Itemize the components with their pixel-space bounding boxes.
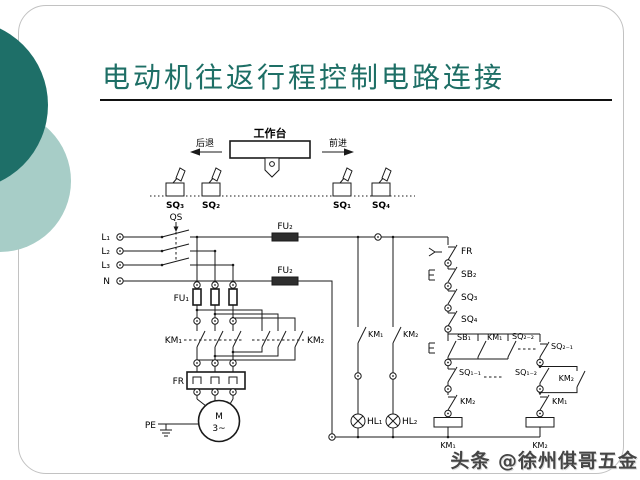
sq1-label: SQ₁ — [333, 201, 351, 211]
fr-heater-3 — [228, 376, 238, 385]
sq1-2-label: SQ₁₋₂ — [515, 368, 537, 377]
forward-arrow-head — [344, 148, 354, 156]
fr-heater-2 — [210, 376, 220, 385]
sq3-contact-label: SQ₃ — [461, 293, 478, 303]
km1-interlock-label: KM₁ — [552, 397, 567, 406]
fr-contact-label: FR — [461, 247, 472, 257]
lamp-hl1-icon — [350, 413, 366, 429]
fu1-label: FU₁ — [174, 294, 190, 304]
n-label: N — [103, 277, 110, 287]
l2-label: L₂ — [101, 247, 110, 257]
fuse-fu1-3 — [228, 288, 238, 306]
km2-aux-label: KM₂ — [559, 374, 574, 383]
km1-main-label: KM₁ — [165, 336, 183, 346]
sq2-label: SQ₂ — [202, 201, 220, 211]
backward-label: 后退 — [196, 138, 214, 149]
fuse-fu1-2 — [210, 288, 220, 306]
lamp-hl2-icon — [385, 413, 401, 429]
qs-arrow-head — [173, 226, 179, 232]
backward-arrow-head — [190, 148, 200, 156]
worktable-body — [229, 140, 311, 159]
km1-coil-label: KM₁ — [440, 441, 455, 450]
lamp-km2-label: KM₂ — [403, 330, 418, 339]
limit-switch-sq4-icon — [371, 167, 392, 197]
sb2-label: SB₂ — [461, 270, 477, 280]
km2-coil-icon — [525, 417, 555, 428]
page-title: 电动机往返行程控制电路连接 — [102, 61, 506, 94]
fu2-top-label: FU₂ — [277, 222, 293, 232]
overload-fr-box — [186, 371, 246, 390]
fuse-fu1-1 — [192, 288, 202, 306]
km1-aux-label: KM₁ — [487, 333, 502, 342]
sq1-1-label: SQ₁₋₁ — [459, 368, 481, 377]
fuse-fu2-top — [271, 232, 299, 242]
limit-switch-sq1-icon — [332, 167, 353, 197]
km2-coil-label: KM₂ — [532, 441, 547, 450]
power-supply-section: L₁ L₂ L₃ N QS FU₂ FU₂ FU₁ — [101, 213, 448, 437]
limit-switch-sq3-icon — [165, 167, 186, 197]
sq2-1-label: SQ₂₋₁ — [551, 342, 573, 351]
qs-label: QS — [170, 213, 183, 223]
watermark: 头条 @徐州倛哥五金 — [450, 450, 638, 472]
control-circuit: KM₁ KM₂ HL₁ HL₂ FR SB₂ SQ₃ SQ₄ SB₁ KM₁ S… — [332, 237, 586, 450]
sq4-contact-label: SQ₄ — [461, 315, 478, 325]
sq4-label: SQ₄ — [372, 201, 390, 211]
km2-main-label: KM₂ — [307, 336, 325, 346]
motor-symbol — [197, 399, 241, 443]
motor-phase-label: 3~ — [212, 424, 225, 434]
l1-label: L₁ — [101, 233, 110, 243]
lamp-km1-label: KM₁ — [368, 330, 383, 339]
sb1-label: SB₁ — [457, 333, 471, 342]
worktable-dog-pin — [269, 161, 275, 167]
title-underline — [100, 99, 612, 101]
fr-heater-1 — [192, 376, 202, 385]
worktable-dog — [264, 157, 280, 178]
limit-switch-sq2-icon — [201, 167, 222, 197]
sq2-2-label: SQ₂₋₂ — [512, 332, 534, 341]
sb1-button-icon — [428, 342, 436, 354]
hl1-label: HL₁ — [367, 417, 383, 427]
worktable-diagram: 工作台 后退 前进 SQ₃ SQ₂ SQ₁ SQ₄ — [150, 126, 415, 211]
fr-trip-icon — [428, 247, 443, 257]
sb2-button-icon — [428, 269, 436, 281]
sq3-label: SQ₃ — [166, 201, 184, 211]
hl2-label: HL₂ — [402, 417, 418, 427]
motor-label: M — [215, 412, 223, 422]
pe-label: PE — [145, 421, 156, 431]
km1-coil-icon — [433, 417, 463, 428]
main-circuit: KM₁ KM₂ FR M 3~ PE — [145, 309, 325, 443]
l3-label: L₃ — [101, 261, 110, 271]
worktable-label: 工作台 — [254, 126, 287, 140]
forward-label: 前进 — [329, 137, 347, 149]
fu2-neutral-label: FU₂ — [277, 266, 293, 276]
fr-main-label: FR — [173, 377, 184, 387]
km2-interlock-label: KM₂ — [460, 397, 475, 406]
fuse-fu2-neutral — [271, 276, 299, 286]
